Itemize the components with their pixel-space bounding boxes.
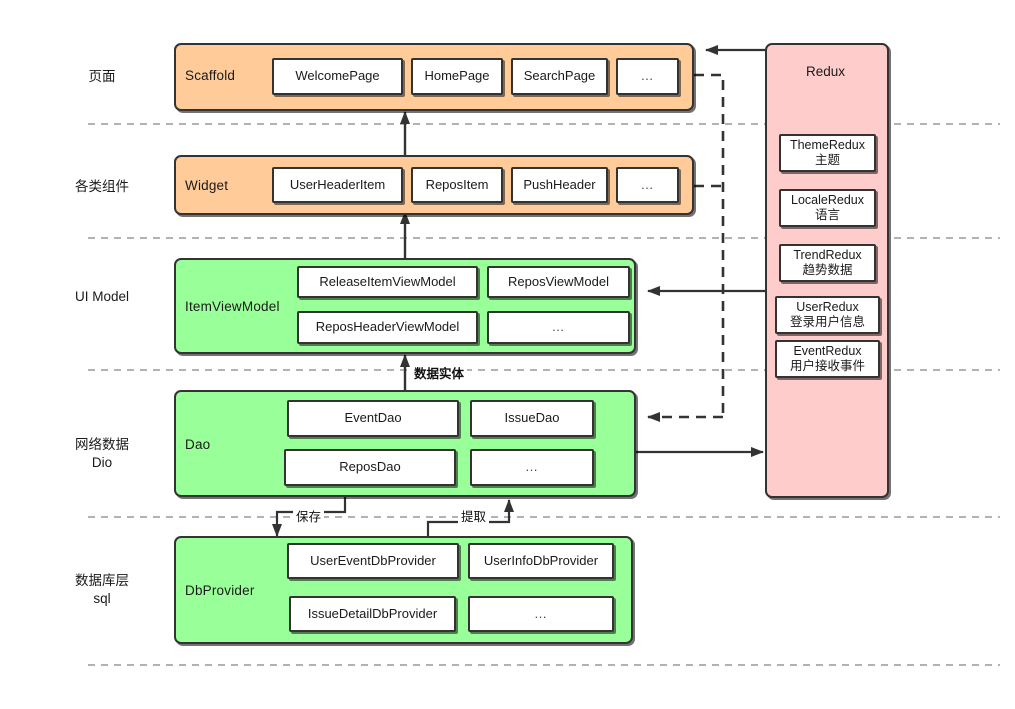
chip-issue-detail-db-provider[interactable]: IssueDetailDbProvider — [289, 596, 456, 632]
chip-issue-dao[interactable]: IssueDao — [470, 400, 594, 437]
chip-push-header[interactable]: PushHeader — [511, 167, 608, 203]
group-scaffold-label: Scaffold — [185, 68, 236, 83]
chip-itemviewmodel-more[interactable]: … — [487, 311, 630, 344]
chip-event-redux-name: EventRedux — [793, 344, 862, 359]
chip-trend-redux-desc: 趋势数据 — [802, 263, 853, 277]
tier-label-uimodel: UI Model — [74, 289, 130, 304]
group-dbprovider-label: DbProvider — [185, 583, 255, 598]
group-dao-label: Dao — [185, 437, 211, 452]
chip-trend-redux[interactable]: TrendRedux 趋势数据 — [779, 244, 876, 282]
chip-event-dao[interactable]: EventDao — [287, 400, 459, 437]
chip-repos-dao[interactable]: ReposDao — [284, 449, 456, 486]
chip-theme-redux-desc: 主题 — [814, 153, 840, 167]
chip-widget-more[interactable]: … — [616, 167, 679, 203]
chip-home-page[interactable]: HomePage — [411, 58, 503, 95]
chip-repos-header-view-model[interactable]: ReposHeaderViewModel — [297, 311, 478, 344]
edge-label-data-entity: 数据实体 — [411, 363, 468, 382]
chip-theme-redux[interactable]: ThemeRedux 主题 — [779, 134, 876, 172]
chip-locale-redux-name: LocaleRedux — [791, 193, 864, 208]
chip-event-redux-desc: 用户接收事件 — [789, 359, 865, 373]
group-widget-label: Widget — [185, 178, 229, 193]
chip-trend-redux-name: TrendRedux — [793, 248, 862, 263]
tier-label-page: 页面 — [88, 69, 116, 84]
chip-scaffold-more[interactable]: … — [616, 58, 679, 95]
chip-release-item-view-model[interactable]: ReleaseItemViewModel — [297, 266, 478, 298]
chip-search-page[interactable]: SearchPage — [511, 58, 608, 95]
chip-dbprovider-more[interactable]: … — [468, 596, 614, 632]
chip-welcome-page[interactable]: WelcomePage — [272, 58, 403, 95]
chip-user-redux-desc: 登录用户信息 — [789, 315, 865, 329]
chip-theme-redux-name: ThemeRedux — [789, 138, 866, 153]
chip-locale-redux[interactable]: LocaleRedux 语言 — [779, 189, 876, 227]
chip-locale-redux-desc: 语言 — [814, 208, 840, 222]
dashed-state-bus — [694, 73, 725, 417]
tier-label-widget: 各类组件 — [75, 179, 129, 194]
edge-label-save: 保存 — [293, 506, 325, 525]
chip-repos-item[interactable]: ReposItem — [411, 167, 503, 203]
edge-label-fetch: 提取 — [458, 506, 490, 525]
chip-repos-view-model[interactable]: ReposViewModel — [487, 266, 630, 298]
tier-label-network: 网络数据 Dio — [75, 437, 129, 471]
chip-event-redux[interactable]: EventRedux 用户接收事件 — [775, 340, 880, 378]
tier-label-database: 数据库层 sql — [75, 573, 129, 607]
chip-dao-more[interactable]: … — [470, 449, 594, 486]
chip-user-info-db-provider[interactable]: UserInfoDbProvider — [468, 543, 614, 579]
redux-title: Redux — [806, 64, 846, 79]
chip-user-event-db-provider[interactable]: UserEventDbProvider — [287, 543, 459, 579]
chip-user-redux[interactable]: UserRedux 登录用户信息 — [775, 296, 880, 334]
group-itemviewmodel-label: ItemViewModel — [185, 299, 280, 314]
chip-user-header-item[interactable]: UserHeaderItem — [272, 167, 403, 203]
chip-user-redux-name: UserRedux — [796, 300, 859, 315]
